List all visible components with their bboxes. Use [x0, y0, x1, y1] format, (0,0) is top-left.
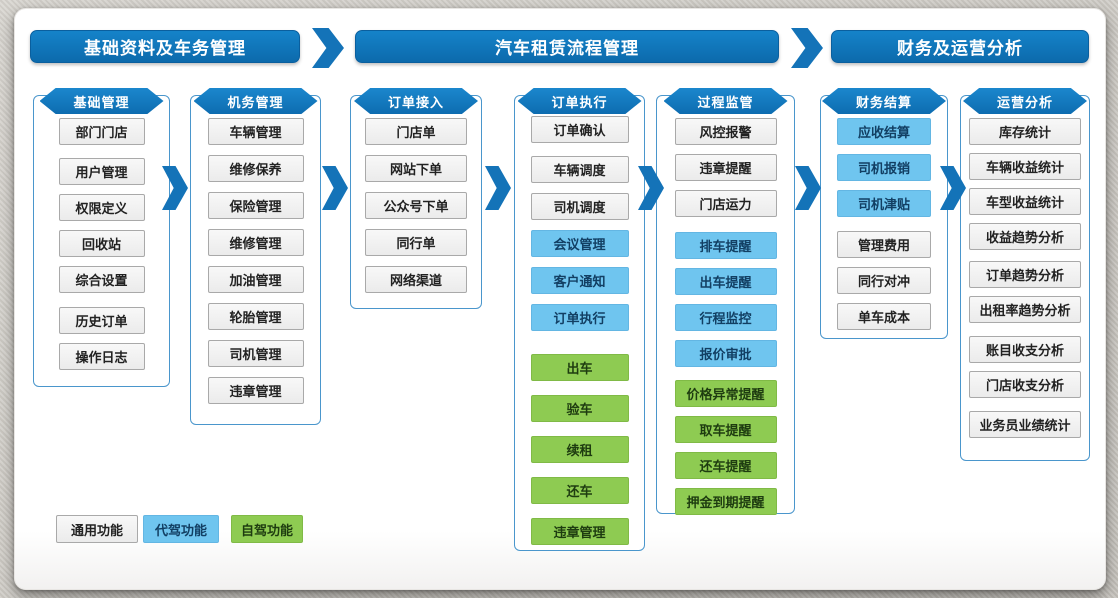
feature-box: 单车成本	[837, 303, 931, 330]
feature-box: 保险管理	[207, 192, 304, 219]
column-basic-management: 基础管理部门门店用户管理权限定义回收站综合设置历史订单操作日志	[33, 88, 170, 387]
feature-box: 订单执行	[530, 304, 629, 331]
feature-box: 司机管理	[207, 340, 304, 367]
feature-box: 违章管理	[530, 518, 629, 545]
feature-box: 车辆管理	[207, 118, 304, 145]
feature-box: 应收结算	[837, 118, 931, 145]
feature-box: 权限定义	[58, 194, 145, 221]
banner-finance-operations-analysis: 财务及运营分析	[831, 30, 1089, 63]
feature-box: 司机报销	[837, 154, 931, 181]
feature-box: 行程监控	[674, 304, 777, 331]
feature-box: 续租	[530, 436, 629, 463]
feature-box: 操作日志	[58, 343, 145, 370]
column-header-ribbon: 机务管理	[193, 88, 318, 114]
column-process-supervision: 过程监管风控报警违章提醒门店运力排车提醒出车提醒行程监控报价审批价格异常提醒取车…	[656, 88, 795, 515]
column-header-ribbon: 订单接入	[354, 88, 478, 114]
column-header-ribbon: 基础管理	[39, 88, 164, 114]
feature-box: 价格异常提醒	[674, 380, 777, 407]
feature-box: 同行对冲	[837, 267, 931, 294]
feature-box: 车型收益统计	[969, 188, 1081, 215]
feature-box: 收益趋势分析	[969, 223, 1081, 250]
feature-box: 风控报警	[674, 118, 777, 145]
column-header-ribbon: 运营分析	[963, 88, 1087, 114]
feature-box: 公众号下单	[365, 192, 467, 219]
feature-box: 网络渠道	[365, 266, 467, 293]
feature-box: 历史订单	[58, 307, 145, 334]
legend-chauffeur-function: 代驾功能	[143, 515, 219, 543]
feature-box: 还车	[530, 477, 629, 504]
feature-box: 订单确认	[530, 116, 629, 143]
feature-box: 轮胎管理	[207, 303, 304, 330]
feature-box: 车辆调度	[530, 156, 629, 183]
feature-box: 客户通知	[530, 267, 629, 294]
feature-box: 会议管理	[530, 230, 629, 257]
feature-box: 取车提醒	[674, 416, 777, 443]
feature-box: 司机调度	[530, 193, 629, 220]
column-header-ribbon: 过程监管	[663, 88, 788, 114]
legend-common-function: 通用功能	[56, 515, 138, 543]
feature-box: 出车提醒	[674, 268, 777, 295]
feature-box: 加油管理	[207, 266, 304, 293]
feature-box: 押金到期提醒	[674, 488, 777, 515]
banner-rental-process-management: 汽车租赁流程管理	[355, 30, 779, 63]
feature-box: 司机津贴	[837, 190, 931, 217]
column-header-ribbon: 订单执行	[517, 88, 642, 114]
feature-box: 违章管理	[207, 377, 304, 404]
feature-box: 还车提醒	[674, 452, 777, 479]
column-header-ribbon: 财务结算	[822, 88, 946, 114]
banner-basic-data-vehicle-management: 基础资料及车务管理	[30, 30, 300, 63]
feature-box: 回收站	[58, 230, 145, 257]
feature-box: 用户管理	[58, 158, 145, 185]
column-vehicle-service: 机务管理车辆管理维修保养保险管理维修管理加油管理轮胎管理司机管理违章管理	[190, 88, 321, 425]
feature-box: 门店单	[365, 118, 467, 145]
feature-box: 维修保养	[207, 155, 304, 182]
feature-box: 报价审批	[674, 340, 777, 367]
feature-box: 维修管理	[207, 229, 304, 256]
feature-box: 出车	[530, 354, 629, 381]
feature-box: 网站下单	[365, 155, 467, 182]
feature-box: 违章提醒	[674, 154, 777, 181]
feature-box: 部门门店	[58, 118, 145, 145]
column-order-intake: 订单接入门店单网站下单公众号下单同行单网络渠道	[350, 88, 482, 309]
feature-box: 门店运力	[674, 190, 777, 217]
legend-self-drive-function: 自驾功能	[231, 515, 303, 543]
feature-box: 车辆收益统计	[969, 153, 1081, 180]
feature-box: 门店收支分析	[969, 371, 1081, 398]
column-financial-settlement: 财务结算应收结算司机报销司机津贴管理费用同行对冲单车成本	[820, 88, 948, 339]
feature-box: 验车	[530, 395, 629, 422]
feature-box: 综合设置	[58, 266, 145, 293]
feature-box: 同行单	[365, 229, 467, 256]
column-operations-analysis: 运营分析库存统计车辆收益统计车型收益统计收益趋势分析订单趋势分析出租率趋势分析账…	[960, 88, 1090, 461]
feature-box: 库存统计	[969, 118, 1081, 145]
feature-box: 订单趋势分析	[969, 261, 1081, 288]
feature-box: 账目收支分析	[969, 336, 1081, 363]
feature-box: 管理费用	[837, 231, 931, 258]
column-order-execution: 订单执行订单确认车辆调度司机调度会议管理客户通知订单执行出车验车续租还车违章管理	[514, 88, 645, 551]
feature-box: 出租率趋势分析	[969, 296, 1081, 323]
feature-box: 排车提醒	[674, 232, 777, 259]
feature-box: 业务员业绩统计	[969, 411, 1081, 438]
